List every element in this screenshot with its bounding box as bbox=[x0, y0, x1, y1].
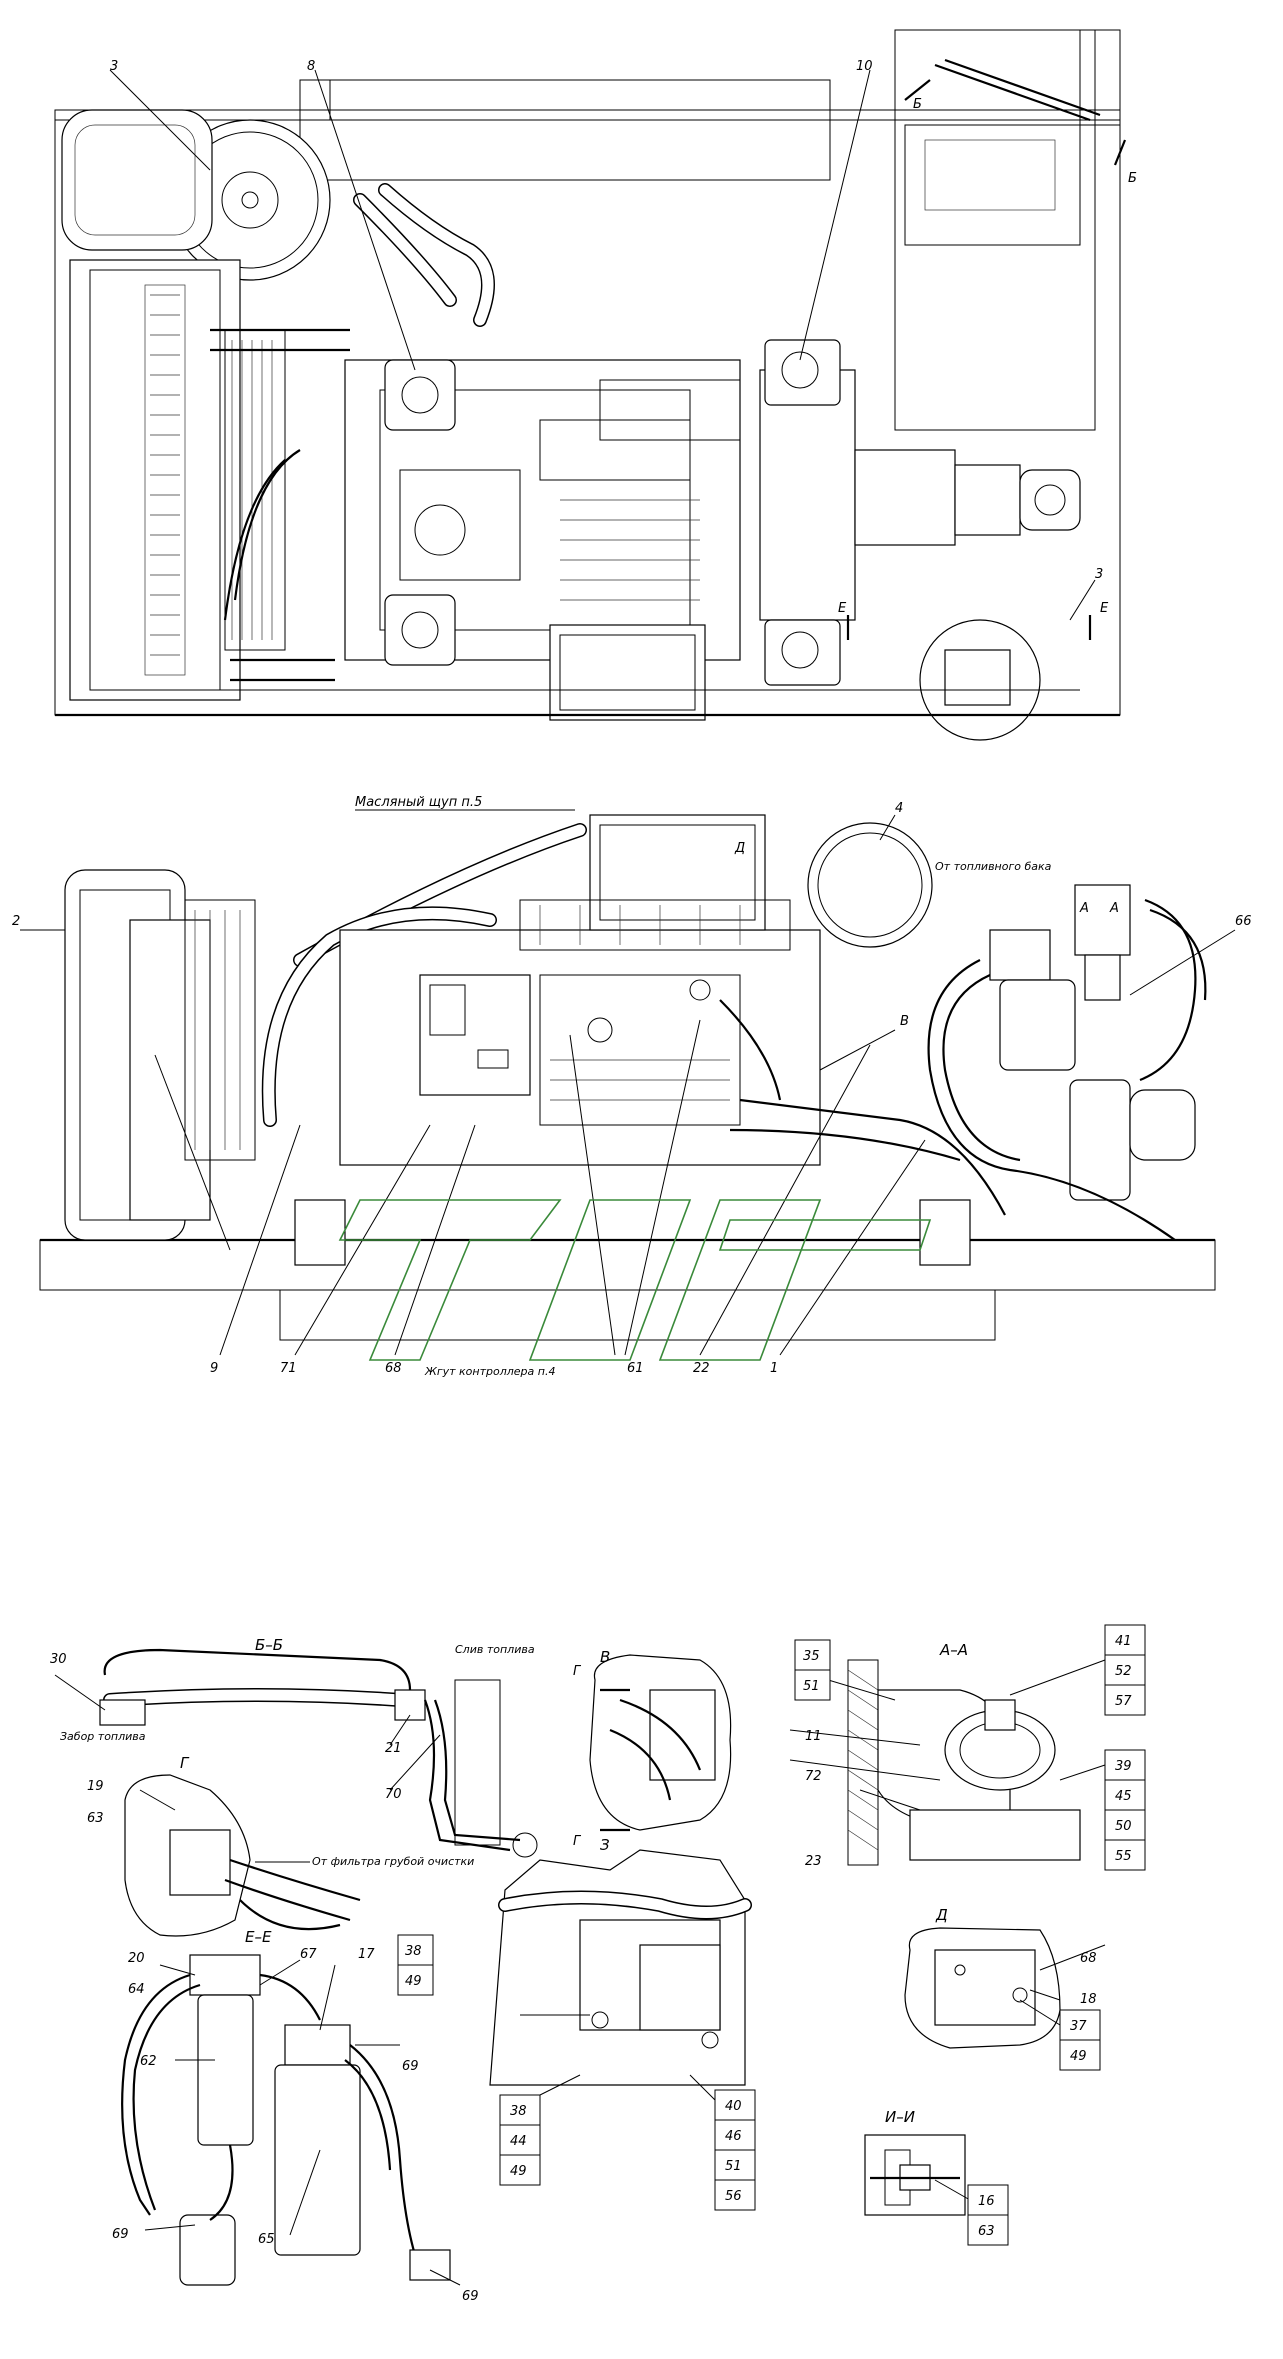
callout-44: 44 bbox=[510, 2134, 527, 2149]
callout-1: 1 bbox=[770, 1361, 778, 1376]
callout-68-d: 68 bbox=[1080, 1951, 1097, 1966]
callout-8: 8 bbox=[307, 59, 315, 74]
callout-controller-harness: Жгут контроллера п.4 bbox=[424, 1365, 555, 1378]
side-view bbox=[20, 809, 1236, 1356]
callout-37: 37 bbox=[1070, 2019, 1087, 2034]
callout-2: 2 bbox=[12, 914, 20, 929]
callout-67: 67 bbox=[300, 1947, 317, 1962]
callout-46: 46 bbox=[725, 2129, 742, 2144]
callout-40: 40 bbox=[725, 2099, 742, 2114]
callout-box-stack-z-left bbox=[499, 2094, 541, 2186]
callout-63-ii: 63 bbox=[978, 2224, 995, 2239]
callout-3-right: 3 bbox=[1095, 567, 1103, 582]
section-mark-e-1: Е bbox=[838, 601, 847, 616]
section-v-title: В bbox=[600, 1648, 610, 1666]
callout-51-aa: 51 bbox=[803, 1679, 820, 1694]
watermark-logo bbox=[338, 1199, 932, 1361]
callout-box-stack-ii bbox=[967, 2184, 1009, 2246]
section-bb bbox=[54, 1648, 538, 1858]
callout-11: 11 bbox=[805, 1729, 822, 1744]
callout-41: 41 bbox=[1115, 1634, 1132, 1649]
callout-49-z: 49 bbox=[510, 2164, 527, 2179]
callout-box-stack-right-2 bbox=[1104, 1749, 1146, 1871]
label-fuel-drain: Слив топлива bbox=[455, 1643, 535, 1656]
callout-50: 50 bbox=[1115, 1819, 1132, 1834]
callout-box-stack-right-1 bbox=[1104, 1624, 1146, 1716]
callout-oil-dipstick: Масляный щуп п.5 bbox=[355, 795, 482, 810]
callout-56: 56 bbox=[725, 2189, 742, 2204]
callout-d-side: Д bbox=[734, 841, 745, 856]
callout-70: 70 bbox=[385, 1787, 402, 1802]
callout-35: 35 bbox=[803, 1649, 820, 1664]
callout-39: 39 bbox=[1115, 1759, 1132, 1774]
callout-box-stack-ee bbox=[397, 1934, 434, 1996]
section-ii-title: И–И bbox=[885, 2108, 915, 2126]
callout-23: 23 bbox=[805, 1854, 822, 1869]
callout-72: 72 bbox=[805, 1769, 822, 1784]
callout-69-ee-1: 69 bbox=[402, 2059, 419, 2074]
top-view bbox=[54, 29, 1127, 741]
callout-38-ee: 38 bbox=[405, 1944, 422, 1959]
callout-17: 17 bbox=[358, 1947, 375, 1962]
section-ee-title: Е–Е bbox=[245, 1928, 272, 1946]
callout-3-top: 3 bbox=[110, 59, 118, 74]
section-v bbox=[589, 1654, 732, 1832]
section-mark-g-2: Г bbox=[573, 1834, 582, 1849]
section-aa-title: А–А bbox=[939, 1641, 968, 1659]
section-mark-b-2: Б bbox=[1128, 171, 1137, 186]
section-z bbox=[489, 1849, 752, 2101]
callout-30: 30 bbox=[50, 1652, 67, 1667]
section-mark-g-1: Г bbox=[573, 1664, 582, 1679]
section-mark-b-1: Б bbox=[913, 97, 922, 112]
callout-71: 71 bbox=[280, 1361, 297, 1376]
callout-18: 18 bbox=[1080, 1992, 1097, 2007]
label-fuel-intake: Забор топлива bbox=[60, 1730, 146, 1743]
section-d-title: Д bbox=[935, 1906, 948, 1924]
callout-box-stack-d bbox=[1059, 2009, 1101, 2071]
callout-66: 66 bbox=[1235, 914, 1252, 929]
callout-box-stack-z-right bbox=[714, 2089, 756, 2211]
callout-57: 57 bbox=[1115, 1694, 1132, 1709]
callout-49-ee: 49 bbox=[405, 1974, 422, 1989]
section-aa bbox=[789, 1659, 1106, 1866]
callout-69-ee-2: 69 bbox=[112, 2227, 129, 2242]
callout-64: 64 bbox=[128, 1982, 145, 1997]
callout-box-stack-left bbox=[794, 1639, 831, 1701]
section-g bbox=[124, 1774, 361, 1937]
callout-68-side: 68 bbox=[385, 1361, 402, 1376]
section-z-title: З bbox=[600, 1836, 610, 1854]
callout-21: 21 bbox=[385, 1741, 402, 1756]
section-mark-a-2: А bbox=[1109, 901, 1119, 916]
section-g-title: Г bbox=[180, 1754, 190, 1772]
callout-19: 19 bbox=[87, 1779, 104, 1794]
callout-9: 9 bbox=[210, 1361, 218, 1376]
section-mark-e-2: Е bbox=[1100, 601, 1109, 616]
callout-49-d: 49 bbox=[1070, 2049, 1087, 2064]
section-ii bbox=[864, 2134, 971, 2216]
callout-from-fuel-tank: От топливного бака bbox=[935, 860, 1052, 873]
callout-38-z: 38 bbox=[510, 2104, 527, 2119]
callout-52: 52 bbox=[1115, 1664, 1132, 1679]
callout-v-side: В bbox=[900, 1014, 909, 1029]
callout-65: 65 bbox=[258, 2232, 275, 2247]
callout-55: 55 bbox=[1115, 1849, 1132, 1864]
callout-10: 10 bbox=[856, 59, 873, 74]
callout-22: 22 bbox=[693, 1361, 710, 1376]
section-ee bbox=[121, 1954, 461, 2286]
callout-4: 4 bbox=[895, 801, 903, 816]
callout-63-g: 63 bbox=[87, 1811, 104, 1826]
label-from-coarse-filter: От фильтра грубой очистки bbox=[312, 1855, 474, 1868]
section-mark-a-1: А bbox=[1079, 901, 1089, 916]
callout-62: 62 bbox=[140, 2054, 157, 2069]
callout-69-ee-3: 69 bbox=[462, 2289, 479, 2304]
callout-61: 61 bbox=[627, 1361, 644, 1376]
callout-45: 45 bbox=[1115, 1789, 1132, 1804]
callout-20: 20 bbox=[128, 1951, 145, 1966]
callout-51-z: 51 bbox=[725, 2159, 742, 2174]
callout-16: 16 bbox=[978, 2194, 995, 2209]
section-bb-title: Б–Б bbox=[255, 1636, 283, 1654]
